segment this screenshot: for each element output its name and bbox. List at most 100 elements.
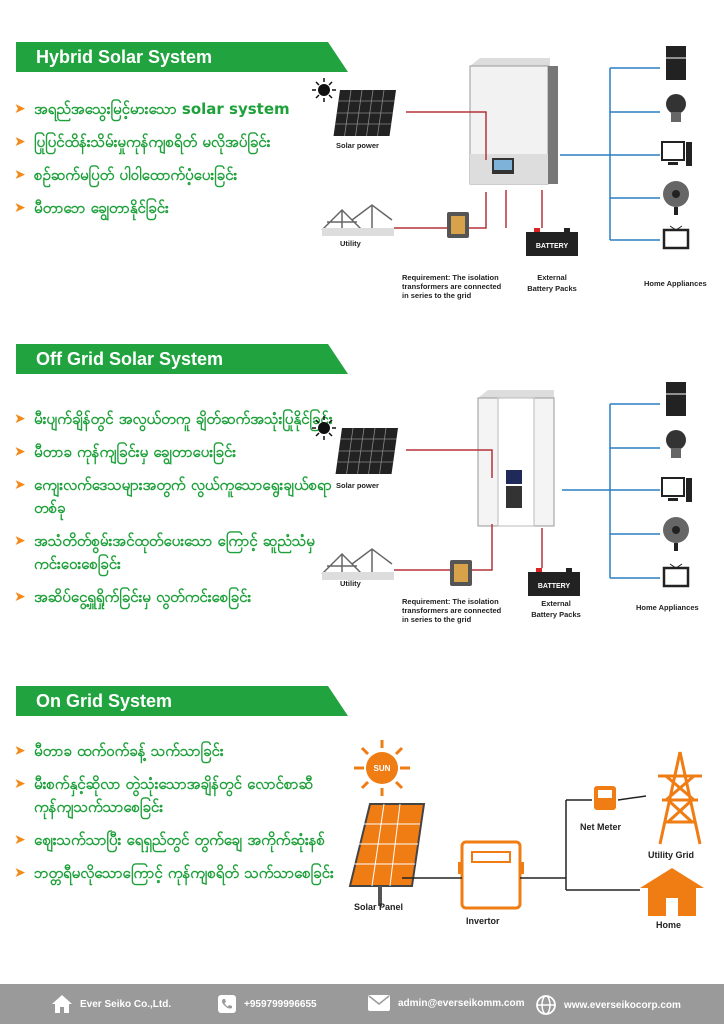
chevron-right-icon: ➤ — [14, 776, 26, 792]
computer-icon — [661, 141, 692, 166]
requirement-label-1: Requirement: The isolation — [402, 597, 499, 606]
mail-icon — [368, 995, 390, 1011]
transformer-icon — [447, 212, 469, 238]
company-name: Ever Seiko Co.,Ltd. — [80, 998, 172, 1010]
offgrid-diagram: Solar power Utility BATTERY — [312, 382, 699, 624]
footer-email[interactable]: admin@everseikomm.com — [368, 995, 524, 1011]
list-item: ➤ကျေးလက်ဒေသများအတွက် လွယ်ကူသောရွေးချယ်စရ… — [14, 476, 332, 517]
inverter-icon — [477, 390, 555, 527]
requirement-label-1: Requirement: The isolation — [402, 273, 499, 282]
chevron-right-icon: ➤ — [14, 533, 26, 549]
utility-grid-label: Utility Grid — [648, 850, 694, 860]
list-item: ➤မီးစက်နှင့်ဆိုလာ တွဲသုံးသောအချိန်တွင် လ… — [14, 775, 313, 816]
chevron-right-icon: ➤ — [14, 411, 26, 427]
phone-icon — [218, 995, 236, 1013]
ongrid-bullet-list: ➤မီတာခ ထက်ဝက်ခန့် သက်သာခြင်း ➤မီးစက်နှင့… — [14, 740, 344, 895]
battery-label-2: Battery Packs — [531, 610, 581, 619]
fan-icon — [663, 181, 689, 215]
solar-panel-icon — [335, 428, 398, 474]
offgrid-title-banner: Off Grid Solar System — [16, 344, 348, 374]
net-meter-icon — [594, 786, 616, 810]
utility-grid-tower-icon — [658, 751, 702, 845]
chevron-right-icon: ➤ — [14, 589, 26, 605]
chevron-right-icon: ➤ — [14, 477, 26, 493]
footer-company: Ever Seiko Co.,Ltd. — [52, 995, 171, 1013]
blue-wires — [562, 403, 660, 579]
chevron-right-icon: ➤ — [14, 167, 26, 183]
blue-wires — [560, 67, 660, 241]
fridge-icon — [666, 46, 686, 80]
phone-number: +959799996655 — [244, 998, 317, 1010]
sun-text: SUN — [374, 764, 391, 773]
requirement-label-2: transformers are connected — [402, 282, 502, 291]
net-meter-label: Net Meter — [580, 822, 622, 832]
offgrid-bullet-list: ➤မီးပျက်ချိန်တွင် အလွယ်တကူ ချိတ်ဆက်အသုံး… — [14, 408, 344, 619]
solar-power-label: Solar power — [336, 141, 379, 150]
hybrid-title: Hybrid Solar System — [36, 47, 213, 67]
list-item: ➤ဘတ္တရီမလိုသောကြောင့် ကုန်ကျစရိတ် သက်သာစ… — [14, 864, 334, 882]
battery-text: BATTERY — [538, 583, 571, 590]
footer: Ever Seiko Co.,Ltd. +959799996655 admin@… — [0, 984, 724, 1024]
list-item: ➤အသံတိတ်စွမ်းအင်ထုတ်ပေးသော ကြောင့် ဆူညံသ… — [14, 532, 315, 573]
footer-phone[interactable]: +959799996655 — [218, 995, 317, 1013]
inverter-icon — [458, 840, 524, 910]
tv-icon — [662, 563, 690, 588]
transformer-icon — [450, 560, 472, 586]
tv-icon — [662, 225, 690, 250]
requirement-label-3: in series to the grid — [402, 291, 472, 300]
home-label: Home — [656, 920, 681, 930]
home-icon — [52, 995, 72, 1013]
website-url: www.everseikocorp.com — [564, 999, 681, 1011]
offgrid-title: Off Grid Solar System — [36, 349, 224, 369]
invertor-label: Invertor — [466, 916, 500, 926]
list-item: ➤အရည်အသွေးမြင့်မားသော solar system — [14, 100, 290, 118]
sun-icon: SUN — [354, 740, 410, 796]
home-appliances-label: Home Appliances — [636, 603, 699, 612]
list-item: ➤အဆိပ်ငွေ့ရှူရှိုက်ခြင်းမှ လွတ်ကင်းစေခြင… — [14, 588, 252, 606]
home-icon — [640, 868, 704, 916]
list-item: ➤မီးပျက်ချိန်တွင် အလွယ်တကူ ချိတ်ဆက်အသုံး… — [14, 410, 333, 428]
hybrid-title-banner: Hybrid Solar System — [16, 42, 348, 72]
red-wires — [394, 449, 543, 571]
chevron-right-icon: ➤ — [14, 200, 26, 216]
chevron-right-icon: ➤ — [14, 865, 26, 881]
requirement-label-3: in series to the grid — [402, 615, 472, 624]
list-item: ➤မီတာခ ကုန်ကျခြင်းမှ ချွေတာပေးခြင်း — [14, 443, 237, 461]
list-item: ➤ဈေးသက်သာပြီး ရေရှည်တွင် တွက်ချေ အကိုက်ဆ… — [14, 831, 325, 849]
solar-panel-icon — [333, 90, 396, 136]
battery-text: BATTERY — [536, 243, 569, 250]
bulb-icon — [666, 94, 686, 122]
utility-label: Utility — [340, 239, 362, 248]
utility-label: Utility — [340, 579, 362, 588]
list-item: ➤စဉ်ဆက်မပြတ် ပါဝါထောက်ပံ့ပေးခြင်း — [14, 166, 238, 184]
sun-icon — [312, 416, 336, 440]
footer-website[interactable]: www.everseikocorp.com — [536, 995, 681, 1015]
battery-label-1: External — [537, 273, 567, 282]
home-appliances-label: Home Appliances — [644, 279, 707, 288]
computer-icon — [661, 477, 692, 502]
battery-label-1: External — [541, 599, 571, 608]
globe-icon — [536, 995, 556, 1015]
chevron-right-icon: ➤ — [14, 832, 26, 848]
requirement-label-2: transformers are connected — [402, 606, 502, 615]
fridge-icon — [666, 382, 686, 416]
chevron-right-icon: ➤ — [14, 101, 26, 117]
list-item: ➤မီတာဘေ ချွေတာနိုင်ခြင်း — [14, 199, 169, 217]
email-address: admin@everseikomm.com — [398, 997, 525, 1009]
fan-icon — [663, 517, 689, 551]
ongrid-title-banner: On Grid System — [16, 686, 348, 716]
battery-label-2: Battery Packs — [527, 284, 577, 293]
inverter-icon — [469, 58, 558, 185]
utility-tower-icon — [321, 548, 394, 580]
sun-icon — [312, 78, 336, 102]
solar-power-label: Solar power — [336, 481, 379, 490]
battery-icon: BATTERY — [528, 568, 580, 596]
chevron-right-icon: ➤ — [14, 743, 26, 759]
ongrid-wires — [402, 795, 647, 891]
utility-tower-icon — [321, 204, 394, 236]
list-item: ➤မီတာခ ထက်ဝက်ခန့် သက်သာခြင်း — [14, 742, 224, 760]
ongrid-diagram: SUN Solar Panel Invertor Net Meter Utili… — [348, 740, 704, 930]
hybrid-bullet-list: ➤အရည်အသွေးမြင့်မားသော solar system ➤ပြုပ… — [14, 98, 344, 230]
battery-icon: BATTERY — [526, 228, 578, 256]
chevron-right-icon: ➤ — [14, 444, 26, 460]
